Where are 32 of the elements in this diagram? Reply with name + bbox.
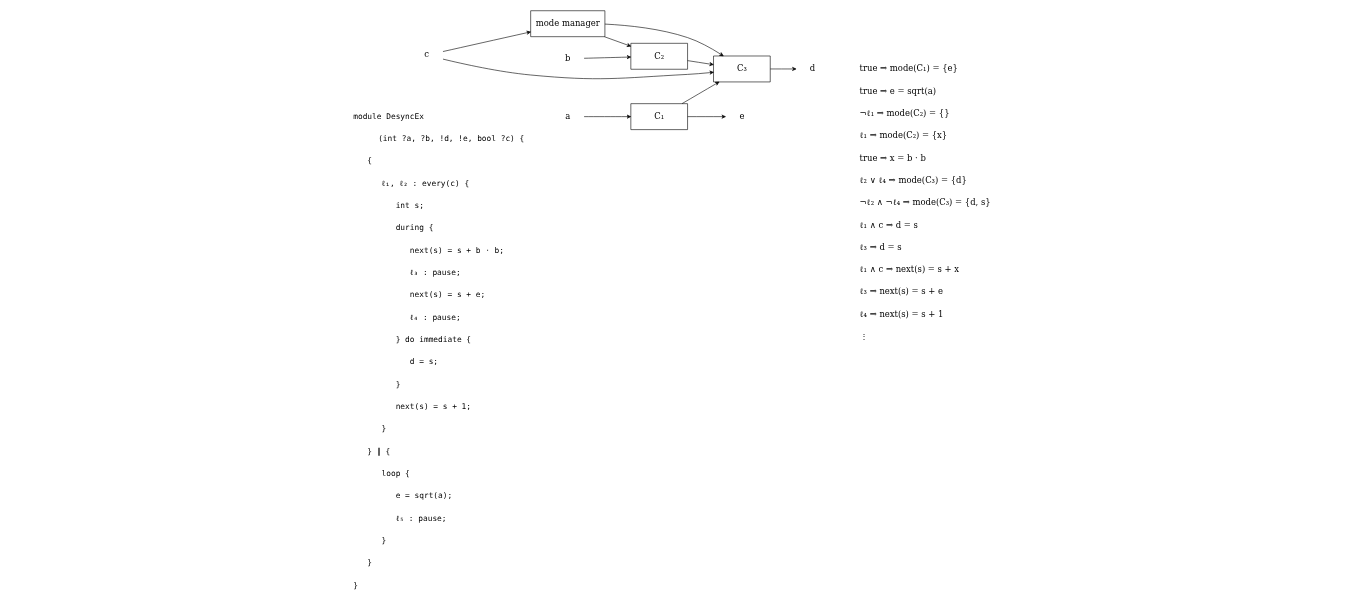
label: ℓ₁ ∧ c ⇒ d = s: [859, 219, 918, 230]
arrow: [442, 58, 714, 80]
label: true ⇒ mode(C₁) = {e}: [859, 63, 958, 74]
label: ¬ℓ₂ ∧ ¬ℓ₄ ⇒ mode(C₃) = {d, s}: [859, 197, 991, 208]
label: ℓ₁ ∧ c ⇒ next(s) = s + x: [859, 264, 960, 275]
node-text: e: [739, 110, 745, 121]
label: ℓ₃ ⇒ d = s: [859, 241, 902, 252]
node-text: b: [565, 52, 571, 63]
node-box: C₃: [713, 55, 771, 83]
label: ⋮: [859, 331, 868, 342]
node-text: c: [424, 49, 429, 60]
arrow: [770, 67, 797, 71]
arrow: [681, 81, 720, 104]
label: true ⇒ e = sqrt(a): [859, 85, 937, 96]
node-text: a: [565, 110, 571, 121]
arrow: [583, 114, 631, 119]
node-box: mode manager: [530, 10, 606, 37]
node-text: d: [809, 63, 816, 74]
label: ℓ₃ ⇒ next(s) = s + e: [859, 286, 944, 297]
arrow: [604, 36, 632, 47]
arrow: [583, 55, 631, 60]
label: ℓ₄ ⇒ next(s) = s + 1: [859, 308, 944, 319]
node-box: C₂: [630, 43, 688, 70]
arrow: [687, 60, 714, 66]
arrow: [442, 30, 531, 52]
arrow: [604, 23, 724, 57]
arrow: [687, 114, 726, 119]
node-box: C₁: [630, 103, 688, 130]
label: ℓ₂ ∨ ℓ₄ ⇒ mode(C₃) = {d}: [859, 174, 967, 185]
label: true ⇒ x = b · b: [859, 152, 926, 163]
label: ¬ℓ₁ ⇒ mode(C₂) = {}: [859, 107, 950, 118]
label: ℓ₁ ⇒ mode(C₂) = {x}: [859, 130, 948, 141]
